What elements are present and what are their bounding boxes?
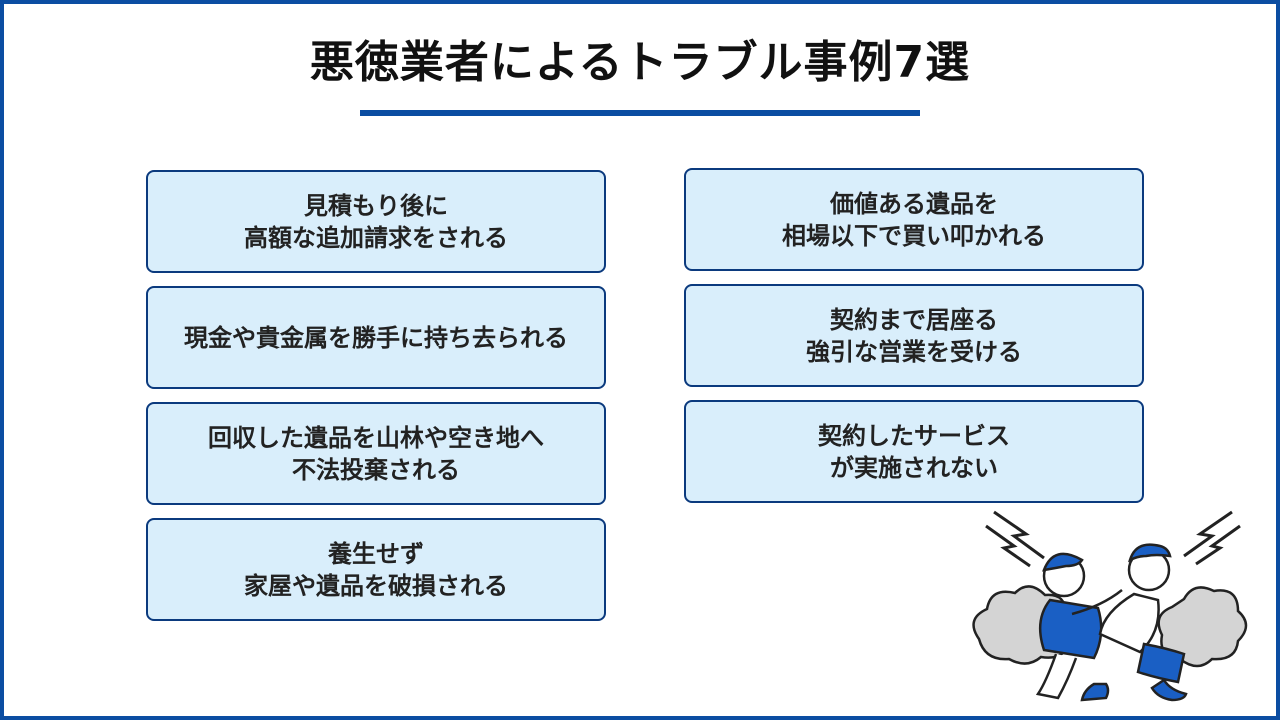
- case-card-4: 契約まで居座る 強引な営業を受ける: [684, 284, 1144, 387]
- case-card-4-line2: 強引な営業を受ける: [806, 337, 1022, 366]
- case-card-5-line1: 回収した遺品を山林や空き地へ: [208, 423, 544, 452]
- case-card-2: 価値ある遺品を 相場以下で買い叩かれる: [684, 168, 1144, 271]
- case-card-6: 契約したサービス が実施されない: [684, 400, 1144, 503]
- case-card-1-line2: 高額な追加請求をされる: [244, 223, 508, 252]
- case-card-6-line2: が実施されない: [830, 453, 998, 482]
- case-card-5-line2: 不法投棄される: [292, 455, 460, 484]
- case-card-1-line1: 見積もり後に: [304, 191, 448, 220]
- case-card-2-line2: 相場以下で買い叩かれる: [782, 221, 1046, 250]
- case-card-7-line1: 養生せず: [328, 539, 424, 568]
- case-card-3-line1: 現金や貴金属を勝手に持ち去られる: [184, 323, 568, 352]
- dispute-fight-illustration-icon: [972, 510, 1248, 702]
- page-title: 悪徳業者によるトラブル事例7選: [309, 37, 971, 88]
- case-card-1: 見積もり後に 高額な追加請求をされる: [146, 170, 606, 273]
- case-card-7-line2: 家屋や遺品を破損される: [244, 571, 508, 600]
- case-card-7: 養生せず 家屋や遺品を破損される: [146, 518, 606, 621]
- case-card-6-line1: 契約したサービス: [818, 421, 1010, 450]
- case-card-3: 現金や貴金属を勝手に持ち去られる: [146, 286, 606, 389]
- title-underline: [360, 110, 920, 116]
- case-card-5: 回収した遺品を山林や空き地へ 不法投棄される: [146, 402, 606, 505]
- case-card-4-line1: 契約まで居座る: [830, 305, 998, 334]
- case-card-2-line1: 価値ある遺品を: [830, 189, 998, 218]
